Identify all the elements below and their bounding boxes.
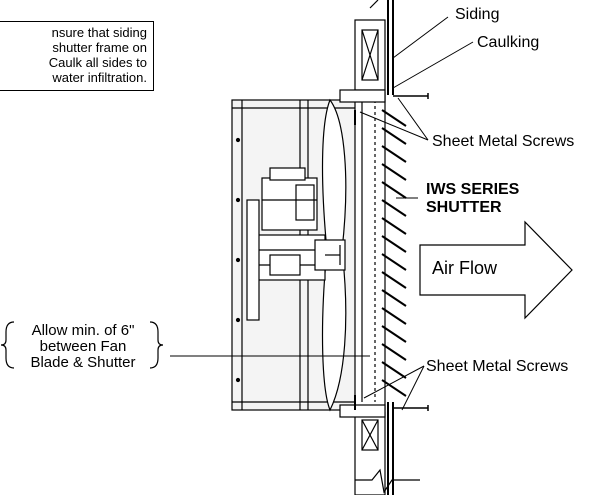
label-siding: Siding <box>455 6 500 23</box>
installation-note: nsure that siding shutter frame on Caulk… <box>0 21 154 91</box>
label-shutter: SHUTTER <box>426 199 502 216</box>
label-screws-bottom: Sheet Metal Screws <box>426 358 569 375</box>
clearance-line-3: Blade & Shutter <box>30 354 136 371</box>
label-shutter-series: IWS SERIES <box>426 181 520 198</box>
note-line-2: shutter frame on <box>52 40 147 55</box>
clearance-line-2: between Fan <box>39 338 127 355</box>
note-line-3: Caulk all sides to <box>48 55 147 70</box>
break-line-top <box>369 0 379 9</box>
clearance-line-1: Allow min. of 6" <box>31 322 135 339</box>
sheet-metal-screws <box>354 93 429 411</box>
air-flow-arrow <box>419 220 573 320</box>
venturi-frame <box>339 89 386 418</box>
siding <box>387 0 394 495</box>
note-line-4: water infiltration. <box>52 70 147 85</box>
note-line-1: nsure that siding <box>51 25 147 40</box>
motor <box>246 167 346 321</box>
wall-stud-upper <box>354 19 386 91</box>
label-caulking: Caulking <box>477 34 540 51</box>
clearance-note: Allow min. of 6" between Fan Blade & Shu… <box>8 323 158 371</box>
brace-left <box>0 321 15 369</box>
label-screws-top: Sheet Metal Screws <box>432 133 575 150</box>
shutter-louvers <box>381 109 407 397</box>
break-line-bottom <box>355 468 420 494</box>
brace-right <box>149 321 164 369</box>
label-air-flow: Air Flow <box>432 258 498 278</box>
wall-stud-lower <box>354 411 386 495</box>
leader-lines <box>170 16 474 411</box>
